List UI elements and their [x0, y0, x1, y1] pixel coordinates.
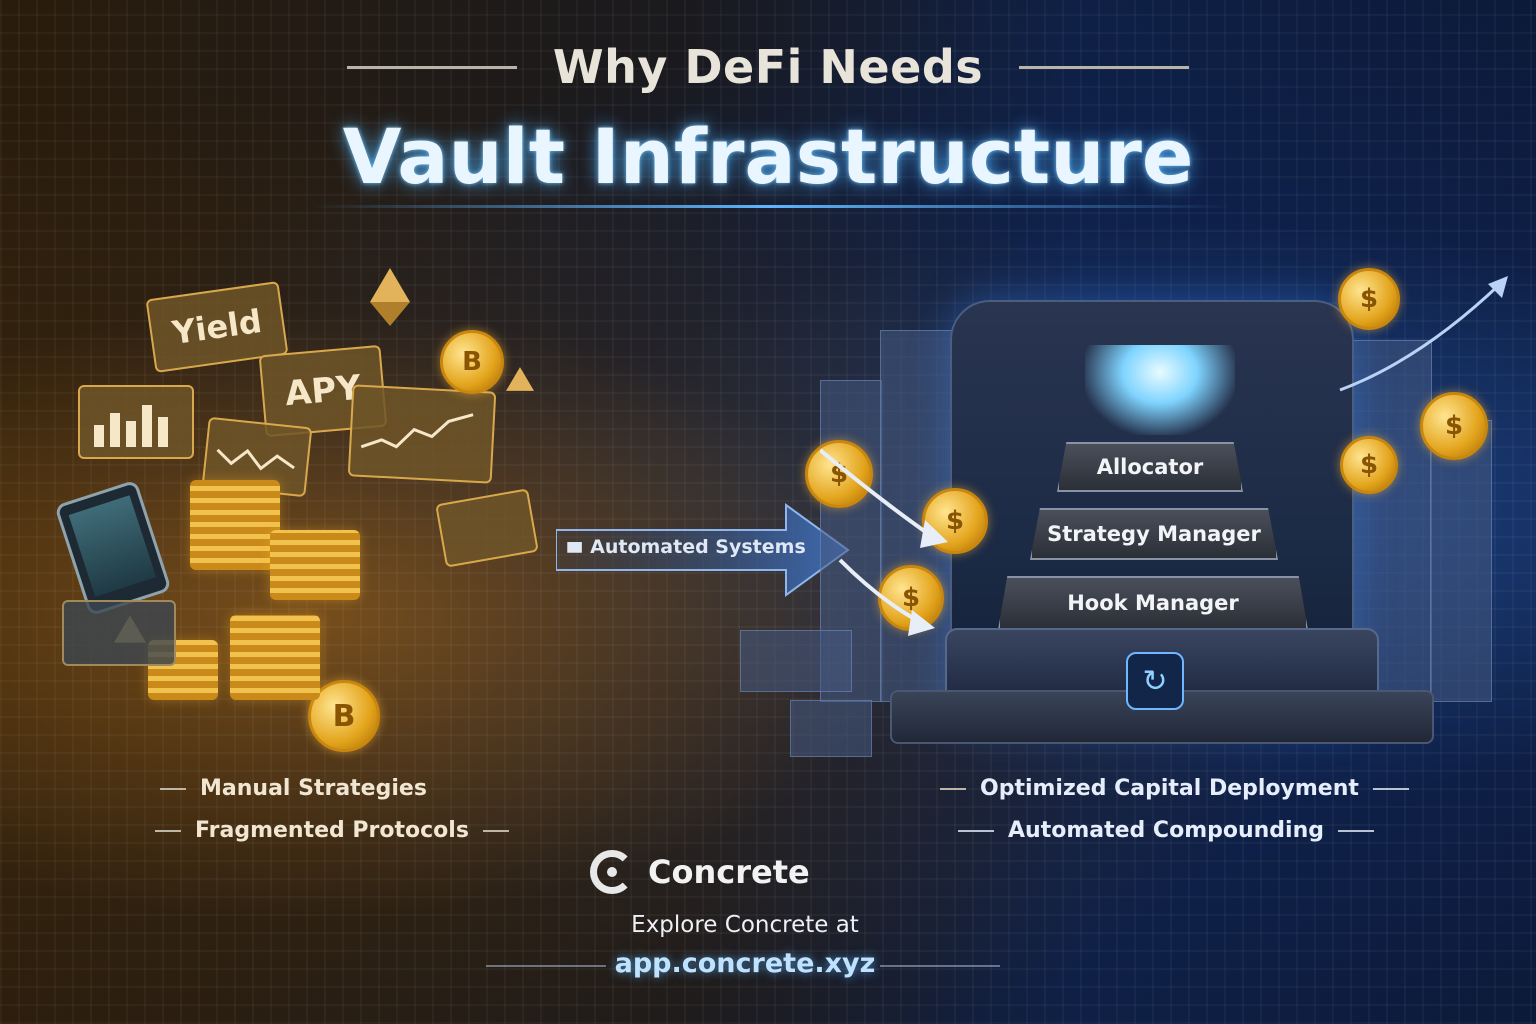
headline-line1: Why DeFi Needs [552, 40, 984, 94]
right-label-text: Optimized Capital Deployment [980, 776, 1359, 801]
line-chart-card [201, 416, 313, 498]
concrete-logo-icon [590, 850, 634, 894]
dollar-coin-icon: $ [1420, 392, 1488, 460]
coin-stack [190, 480, 280, 570]
crate-block [790, 700, 872, 757]
ethereum-icon [506, 367, 534, 391]
brand[interactable]: Concrete [590, 850, 810, 894]
label-dash [160, 787, 186, 790]
candlestick-chart-icon [360, 413, 474, 449]
headline-top-row: Why DeFi Needs [346, 40, 1190, 94]
brand-name: Concrete [648, 853, 810, 891]
coin-icon: B [440, 330, 504, 394]
concrete-url-link[interactable]: app.concrete.xyz [614, 948, 876, 979]
explore-text: Explore Concrete at [631, 912, 859, 938]
headline-line2: Vault Infrastructure [342, 112, 1194, 201]
flow-arrows [820, 276, 1508, 636]
label-dash [940, 787, 966, 790]
label-dash [958, 829, 994, 832]
crate-block [740, 630, 852, 692]
left-label-text: Fragmented Protocols [195, 818, 469, 843]
arrow-label-row: ▮▮▮ Automated Systems [566, 536, 806, 558]
left-label-fragmented-protocols: Fragmented Protocols [155, 818, 509, 843]
arrow-label: Automated Systems [590, 536, 806, 558]
left-label-text: Manual Strategies [200, 776, 427, 801]
right-arrow-icon [555, 503, 850, 597]
label-dash [482, 829, 509, 832]
dollar-coin-icon: $ [1338, 268, 1400, 330]
headline-rule-left [346, 65, 517, 69]
dollar-coin-icon: $ [805, 440, 873, 508]
label-dash [155, 829, 181, 832]
url-rule-right [880, 965, 1000, 967]
headline: Why DeFi Needs Vault Infrastructure [0, 40, 1536, 201]
bar-chart-icon [94, 405, 168, 447]
coin-stack [230, 615, 320, 700]
ethereum-icon [370, 268, 410, 302]
right-label-capital-deployment: Optimized Capital Deployment [940, 776, 1409, 801]
bitcoin-coin-icon: B [308, 680, 380, 752]
headline-rule-right [1019, 65, 1190, 69]
right-label-text: Automated Compounding [1008, 818, 1325, 843]
tablet-card [62, 600, 176, 666]
right-label-automated-compounding: Automated Compounding [958, 818, 1375, 843]
building-right [1430, 420, 1492, 702]
zigzag-chart-icon [216, 448, 295, 471]
label-dash [1372, 787, 1409, 790]
ethereum-icon-base [370, 302, 410, 326]
phone-screen [68, 495, 157, 597]
headline-underline [310, 205, 1230, 208]
coin-stack [270, 530, 360, 600]
label-dash [1338, 829, 1375, 832]
candlestick-card [347, 384, 497, 484]
tier-strategy-manager: Strategy Manager [1030, 508, 1278, 560]
dollar-coin-icon: $ [1340, 436, 1398, 494]
automated-systems-arrow: ▮▮▮ Automated Systems [555, 500, 856, 600]
vault-logo-icon: ↻ [1126, 652, 1184, 710]
bar-chart-card [78, 385, 194, 459]
chevrons-icon: ▮▮▮ [566, 539, 583, 555]
left-label-manual-strategies: Manual Strategies [160, 776, 427, 801]
vault-light-beam [1085, 345, 1235, 435]
url-rule-left [486, 965, 606, 967]
